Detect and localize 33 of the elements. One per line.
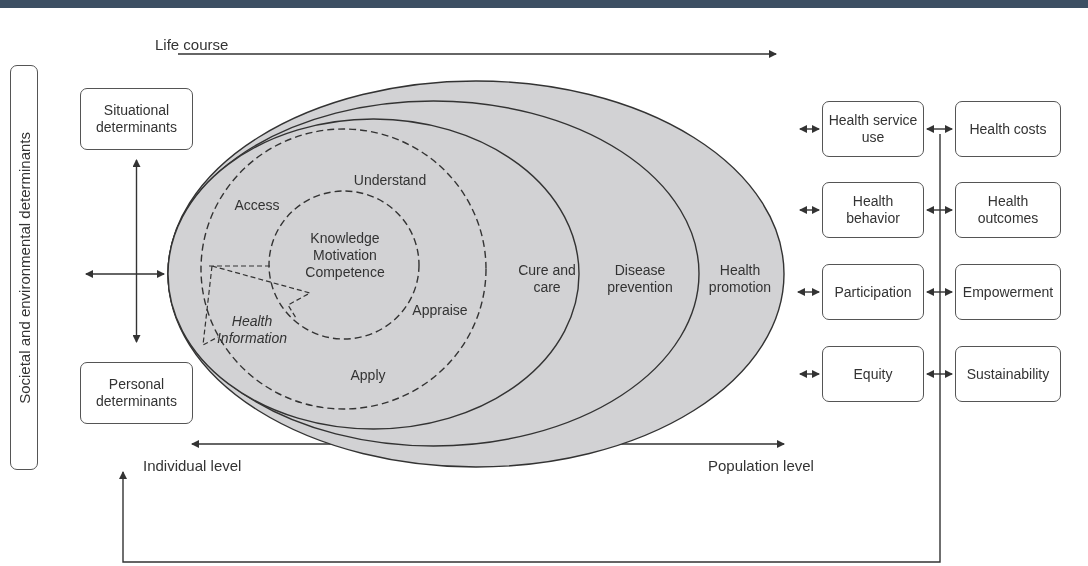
label-box: Health outcomes <box>955 182 1061 238</box>
double-arrow <box>926 125 953 133</box>
ellipse-label: Health Information <box>215 313 288 347</box>
label-box: Health behavior <box>822 182 924 238</box>
double-arrow <box>799 206 820 214</box>
ellipse-label: Disease prevention <box>606 262 674 296</box>
label-box: Situational determinants <box>80 88 193 150</box>
axis-label: Individual level <box>143 457 242 474</box>
axis-label: Population level <box>708 457 814 474</box>
label-box: Personal determinants <box>80 362 193 424</box>
label-box: Sustainability <box>955 346 1061 402</box>
double-arrow <box>132 159 141 343</box>
label-box: Participation <box>822 264 924 320</box>
label-box: Equity <box>822 346 924 402</box>
double-arrow <box>799 125 820 133</box>
label-box: Health service use <box>822 101 924 157</box>
ellipse-label: Apply <box>349 366 387 384</box>
ellipse-label: Understand <box>352 171 428 189</box>
ellipse-label: Appraise <box>411 301 469 319</box>
label-box: Health costs <box>955 101 1061 157</box>
ellipse-label: Knowledge Motivation Competence <box>304 229 386 281</box>
label-box: Empowerment <box>955 264 1061 320</box>
double-arrow <box>926 206 953 214</box>
axis-label: Life course <box>155 36 229 53</box>
double-arrow <box>799 370 820 378</box>
double-arrow <box>85 270 165 278</box>
side-label-box: Societal and environmental determinants <box>10 65 38 470</box>
double-arrow <box>926 370 953 378</box>
ellipse-label: Health promotion <box>707 262 773 296</box>
double-arrow <box>797 288 820 296</box>
ellipse-label: Cure and care <box>517 262 577 296</box>
ellipse-label: Access <box>233 196 281 214</box>
double-arrow <box>926 288 953 296</box>
